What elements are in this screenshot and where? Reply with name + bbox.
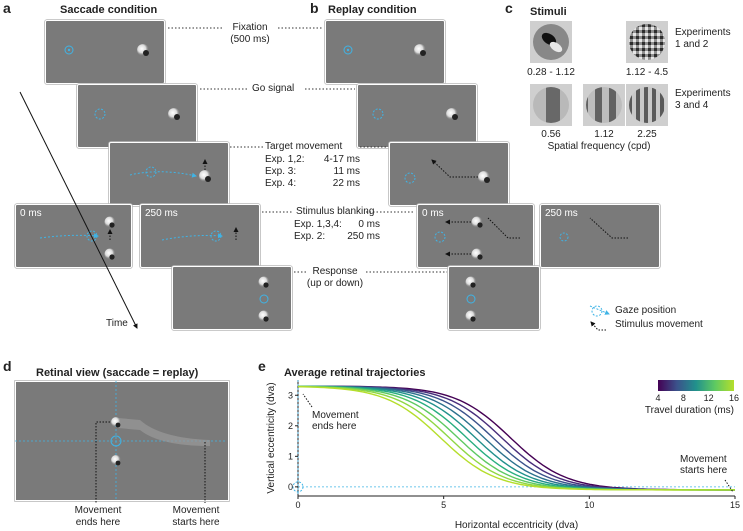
stage-response: Response (up or down)	[302, 266, 368, 290]
screen-response-saccade	[172, 266, 292, 330]
stimuli-images	[530, 21, 668, 126]
panel-e-letter: e	[258, 358, 266, 374]
screen-response-replay	[448, 266, 540, 330]
y-tick-label-2: 2	[288, 421, 293, 431]
sf3-label: 2.25	[637, 129, 657, 140]
target-row-1-value: 4-17 ms	[323, 154, 360, 165]
time-label-0ms-replay: 0 ms	[422, 208, 444, 219]
annotation-ends-line-0: Movement	[312, 410, 359, 421]
retinal-view-marks	[15, 381, 227, 503]
target-row-2: Exp. 3: 11 ms	[265, 166, 360, 178]
exp12-label: Experiments 1 and 2	[675, 27, 731, 50]
stage-fixation-detail: (500 ms)	[230, 34, 270, 45]
annotation-starts-line-1: starts here	[680, 465, 728, 476]
blanking-row-1: Exp. 1,3,4: 0 ms	[294, 219, 380, 231]
series-line-17ms	[297, 386, 735, 491]
blanking-row-1-value: 0 ms	[358, 219, 380, 230]
time-label-250ms: 250 ms	[145, 208, 178, 219]
target-row-1: Exp. 1,2: 4-17 ms	[265, 154, 360, 166]
go-marks	[94, 108, 458, 120]
legend-movement-label: Stimulus movement	[615, 319, 703, 330]
annotation-ends-line-1: ends here	[312, 421, 357, 432]
y-tick-label-0: 0	[288, 482, 293, 492]
blank250-replay-marks	[559, 217, 628, 242]
range1-label: 0.28 - 1.12	[527, 67, 575, 78]
retinal-starts-label: Movement starts here	[172, 505, 220, 528]
stage-blanking-label: Stimulus blanking	[296, 206, 375, 217]
fixation-marks	[64, 44, 426, 56]
time-label-0ms: 0 ms	[20, 208, 42, 219]
colorbar-tick-2: 12	[704, 393, 714, 403]
response-marks	[258, 276, 477, 322]
screen-blank250-replay: 250 ms	[540, 204, 660, 268]
time-axis-label: Time	[106, 318, 128, 329]
panel-d-title: Retinal view (saccade = replay)	[36, 367, 199, 379]
y-tick-label-3: 3	[288, 390, 293, 400]
stage-go-label: Go signal	[252, 83, 295, 94]
panel-e-title: Average retinal trajectories	[284, 367, 426, 379]
y-axis-label: Vertical eccentricity (dva)	[266, 382, 277, 493]
blanking-row-2: Exp. 2: 250 ms	[294, 231, 380, 243]
panel-b-title: Replay condition	[328, 4, 417, 16]
panel-d-letter: d	[3, 358, 12, 374]
target-row-3: Exp. 4: 22 ms	[265, 178, 360, 190]
target-row-2-exp: Exp. 3:	[265, 166, 297, 177]
stage-blanking-rows: Exp. 1,3,4: 0 ms Exp. 2: 250 ms	[294, 219, 380, 243]
target-row-3-exp: Exp. 4:	[265, 178, 297, 189]
blanking-row-2-value: 250 ms	[347, 231, 380, 242]
exp34-label: Experiments 3 and 4	[675, 88, 731, 111]
panel-c-letter: c	[505, 0, 513, 16]
legend-marks	[589, 305, 610, 331]
target-row-1-exp: Exp. 1,2:	[265, 154, 305, 165]
target-row-3-value: 22 ms	[332, 178, 360, 189]
stage-fixation-label: Fixation	[232, 22, 268, 33]
retinal-ends-label: Movement ends here	[74, 505, 122, 528]
x-tick-label-2: 10	[584, 500, 594, 510]
colorbar-tick-3: 16	[729, 393, 739, 403]
blanking-row-2-exp: Exp. 2:	[294, 231, 326, 242]
blank0-replay-marks	[434, 216, 520, 260]
time-label-250ms-replay: 250 ms	[545, 208, 578, 219]
panel-a-title: Saccade condition	[60, 4, 158, 16]
blank0-saccade-marks	[39, 216, 116, 260]
panel-c-title: Stimuli	[530, 6, 567, 18]
x-tick-label-3: 15	[730, 500, 740, 510]
x-tick-label-0: 0	[295, 500, 300, 510]
blanking-row-1-exp: Exp. 1,3,4:	[294, 219, 342, 230]
time-arrow	[19, 91, 138, 329]
screen-blank0-saccade: 0 ms	[15, 204, 132, 268]
stage-connectors	[168, 27, 447, 273]
screen-blank250-saccade: 250 ms	[140, 204, 260, 268]
stage-fixation: Fixation (500 ms)	[215, 22, 285, 46]
stage-target-rows: Exp. 1,2: 4-17 ms Exp. 3: 11 ms Exp. 4: 22 …	[265, 154, 360, 190]
gaze-origin-marker	[292, 481, 304, 493]
colorbar-tick-1: 8	[681, 393, 686, 403]
annotation-ends-arrow	[302, 393, 313, 408]
annotation-starts-arrow	[724, 479, 734, 493]
spatial-frequency-axis-label: Spatial frequency (cpd)	[547, 141, 651, 152]
stage-response-detail: (up or down)	[306, 278, 364, 289]
target-marks	[129, 159, 490, 184]
colorbar-tick-0: 4	[655, 393, 660, 403]
series-line-12ms	[297, 385, 735, 491]
panel-b-letter: b	[310, 0, 319, 16]
x-axis-label: Horizontal eccentricity (dva)	[455, 520, 578, 531]
colorbar	[658, 380, 734, 391]
sf1-label: 0.56	[541, 129, 561, 140]
target-row-2-value: 11 ms	[333, 166, 361, 177]
colorbar-label: Travel duration (ms)	[645, 405, 734, 416]
stage-response-label: Response	[312, 266, 358, 277]
panel-a-letter: a	[3, 0, 11, 16]
legend-gaze-label: Gaze position	[615, 305, 677, 316]
stage-target-label: Target movement	[265, 141, 343, 152]
blank250-saccade-marks	[161, 227, 239, 242]
y-tick-label-1: 1	[288, 451, 293, 461]
sf2-label: 1.12	[594, 129, 614, 140]
x-tick-label-1: 5	[441, 500, 446, 510]
annotation-starts-line-0: Movement	[680, 454, 727, 465]
range2-label: 1.12 - 4.5	[625, 67, 669, 78]
